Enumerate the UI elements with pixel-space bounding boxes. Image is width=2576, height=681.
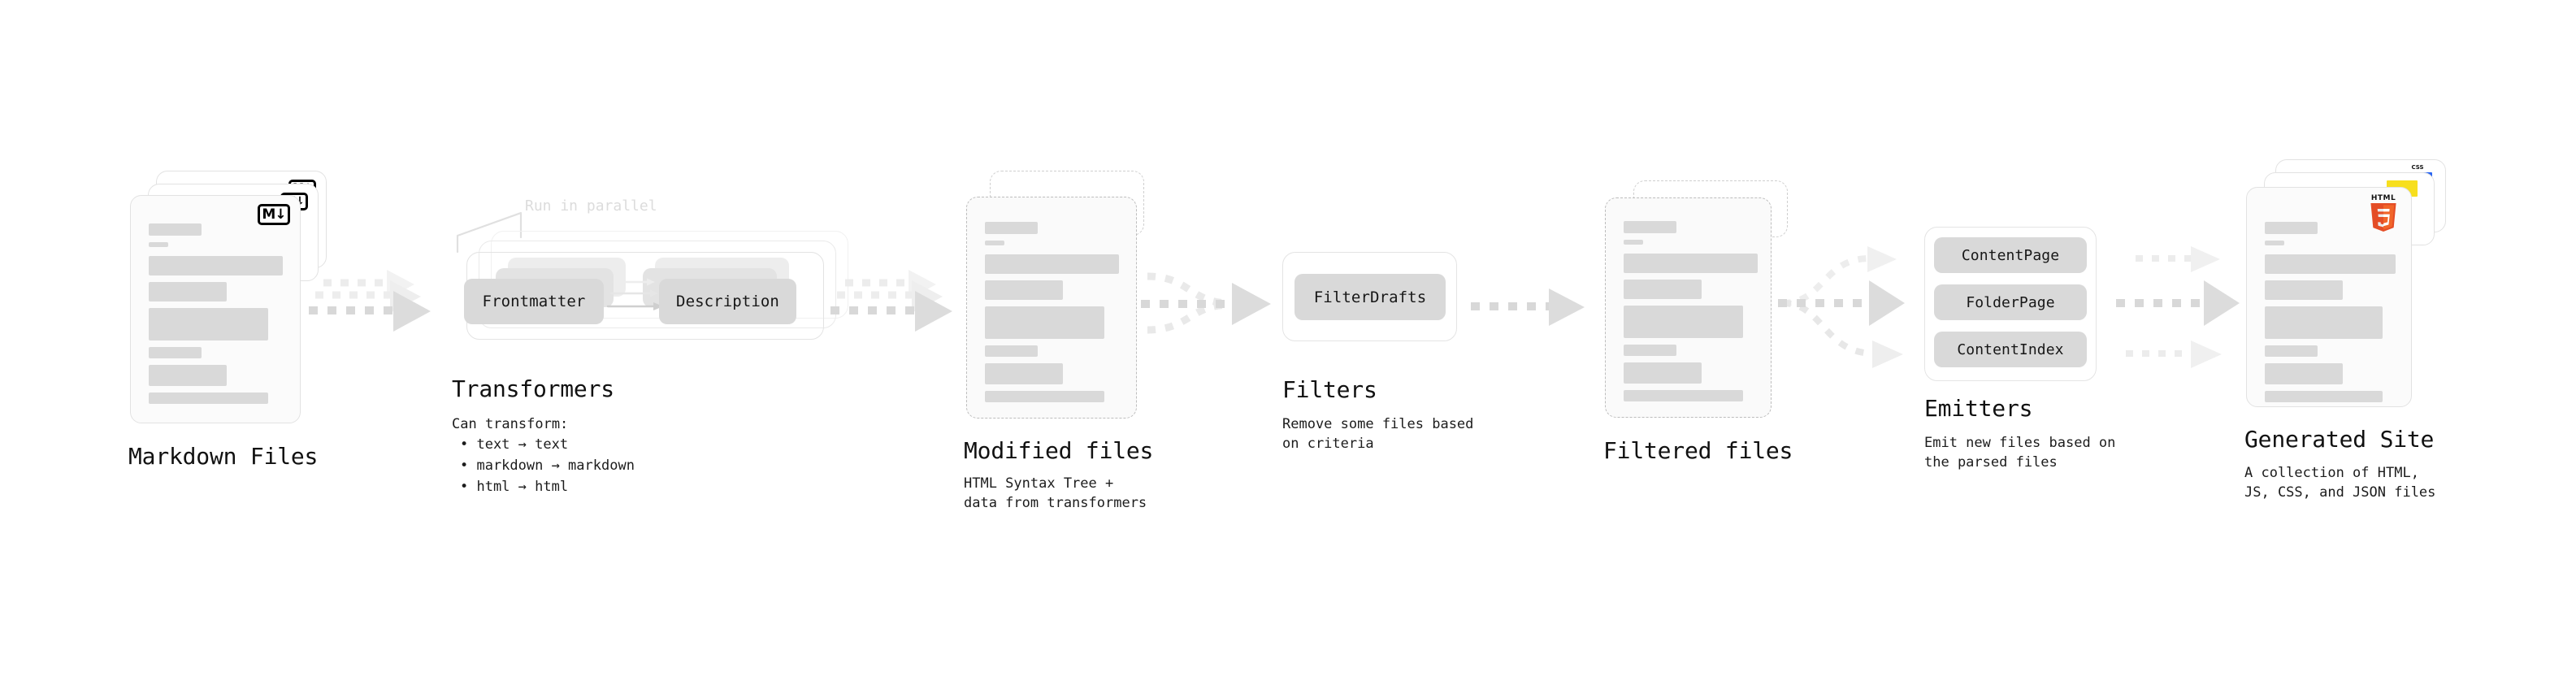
skeleton-bar: [2265, 363, 2343, 384]
skeleton-bar: [149, 365, 227, 386]
transformers-bullet-2: • markdown → markdown: [460, 458, 635, 474]
skeleton-bar: [985, 241, 1004, 245]
html5-icon-shield: [2370, 203, 2396, 232]
filtered-card-front: [1605, 197, 1772, 418]
emitters-group: [1924, 227, 2097, 381]
stage-title-generated-site: Generated Site: [2244, 426, 2435, 453]
stage-subtitle-generated-site: A collection of HTML, JS, CSS, and JSON …: [2244, 465, 2436, 501]
filter-pill-filterdrafts-label: FilterDrafts: [1313, 288, 1427, 306]
html5-icon: HTML: [2366, 194, 2401, 233]
skeleton-bar: [985, 391, 1104, 402]
generated-skeleton: [2265, 222, 2396, 409]
skeleton-bar: [1624, 306, 1743, 338]
modified-card-front: [966, 197, 1137, 419]
filter-pill-filterdrafts[interactable]: FilterDrafts: [1295, 274, 1446, 320]
markdown-card-front: M↓: [130, 195, 301, 423]
stage-title-filtered-files: Filtered files: [1603, 437, 1793, 464]
skeleton-bar: [2265, 306, 2383, 339]
markdown-icon: M↓: [258, 204, 290, 225]
skeleton-bar: [985, 306, 1104, 339]
transformer-pill-description[interactable]: Description: [659, 279, 796, 324]
stage-subtitle-modified-files: HTML Syntax Tree + data from transformer…: [964, 475, 1147, 512]
arrow-markdown-to-transformers: [309, 270, 431, 332]
emitter-pill-folderpage-label: FolderPage: [1966, 293, 2055, 311]
stage-subtitle-emitters: Emit new files based on the parsed files: [1924, 435, 2116, 471]
skeleton-bar: [1624, 280, 1702, 299]
skeleton-bar: [149, 242, 168, 247]
skeleton-bar: [2265, 280, 2343, 300]
skeleton-bar: [985, 345, 1038, 357]
arrow-modified-files-to-filters: [1141, 272, 1271, 334]
emitter-pill-folderpage[interactable]: FolderPage: [1934, 284, 2087, 320]
skeleton-bar: [1624, 221, 1676, 233]
skeleton-bar: [985, 280, 1063, 300]
arrow-emitters-to-generated-site: [2116, 246, 2240, 368]
skeleton-bar: [1624, 345, 1676, 356]
css-badge-label: CSS: [2411, 164, 2424, 171]
modified-skeleton: [985, 222, 1120, 409]
markdown-skeleton: [149, 223, 284, 410]
stage-subtitle-filters: Remove some files based on criteria: [1282, 416, 1474, 453]
stage-title-transformers: Transformers: [452, 375, 614, 402]
arrow-filters-to-filtered-files: [1471, 288, 1585, 326]
emitter-pill-contentpage[interactable]: ContentPage: [1934, 237, 2087, 273]
transformer-pill-frontmatter-label: Frontmatter: [482, 293, 586, 310]
skeleton-bar: [2265, 391, 2383, 402]
skeleton-bar: [149, 282, 227, 301]
stage-title-filters: Filters: [1282, 376, 1377, 403]
transformers-bullet-1: • text → text: [460, 436, 569, 453]
run-in-parallel-bracket: [456, 211, 523, 254]
skeleton-bar: [2265, 241, 2284, 245]
arrow-transformers-to-modified-files: [830, 270, 952, 332]
skeleton-bar: [1624, 254, 1758, 273]
skeleton-bar: [1624, 362, 1702, 384]
filtered-skeleton: [1624, 221, 1758, 408]
html5-icon-word: HTML: [2370, 194, 2396, 202]
skeleton-bar: [985, 363, 1063, 384]
generated-card-front: HTML: [2246, 187, 2412, 407]
transformer-pill-description-label: Description: [676, 293, 779, 310]
stage-title-modified-files: Modified files: [964, 437, 1154, 464]
stage-subtitle-transformers: Can transform:: [452, 416, 569, 432]
skeleton-bar: [2265, 345, 2318, 357]
emitter-pill-contentindex[interactable]: ContentIndex: [1934, 332, 2087, 367]
emitter-pill-contentindex-label: ContentIndex: [1957, 340, 2064, 358]
emitter-pill-contentpage-label: ContentPage: [1961, 246, 2060, 264]
stage-title-emitters: Emitters: [1924, 395, 2033, 422]
skeleton-bar: [985, 222, 1038, 234]
filters-group: [1282, 252, 1457, 341]
skeleton-bar: [1624, 390, 1743, 401]
skeleton-bar: [1624, 240, 1643, 245]
skeleton-bar: [149, 256, 283, 275]
skeleton-bar: [149, 393, 268, 404]
transformer-pill-frontmatter[interactable]: Frontmatter: [464, 279, 604, 324]
transformers-bullet-3: • html → html: [460, 479, 569, 495]
skeleton-bar: [149, 308, 268, 340]
transformer-inner-arrows: [606, 278, 663, 310]
run-in-parallel-label: Run in parallel: [525, 197, 657, 215]
skeleton-bar: [149, 347, 202, 358]
arrow-filtered-files-to-emitters: [1778, 246, 1905, 368]
stage-title-markdown-files: Markdown Files: [128, 443, 319, 470]
skeleton-bar: [149, 223, 202, 236]
skeleton-bar: [985, 254, 1119, 274]
skeleton-bar: [2265, 254, 2396, 274]
skeleton-bar: [2265, 222, 2318, 234]
